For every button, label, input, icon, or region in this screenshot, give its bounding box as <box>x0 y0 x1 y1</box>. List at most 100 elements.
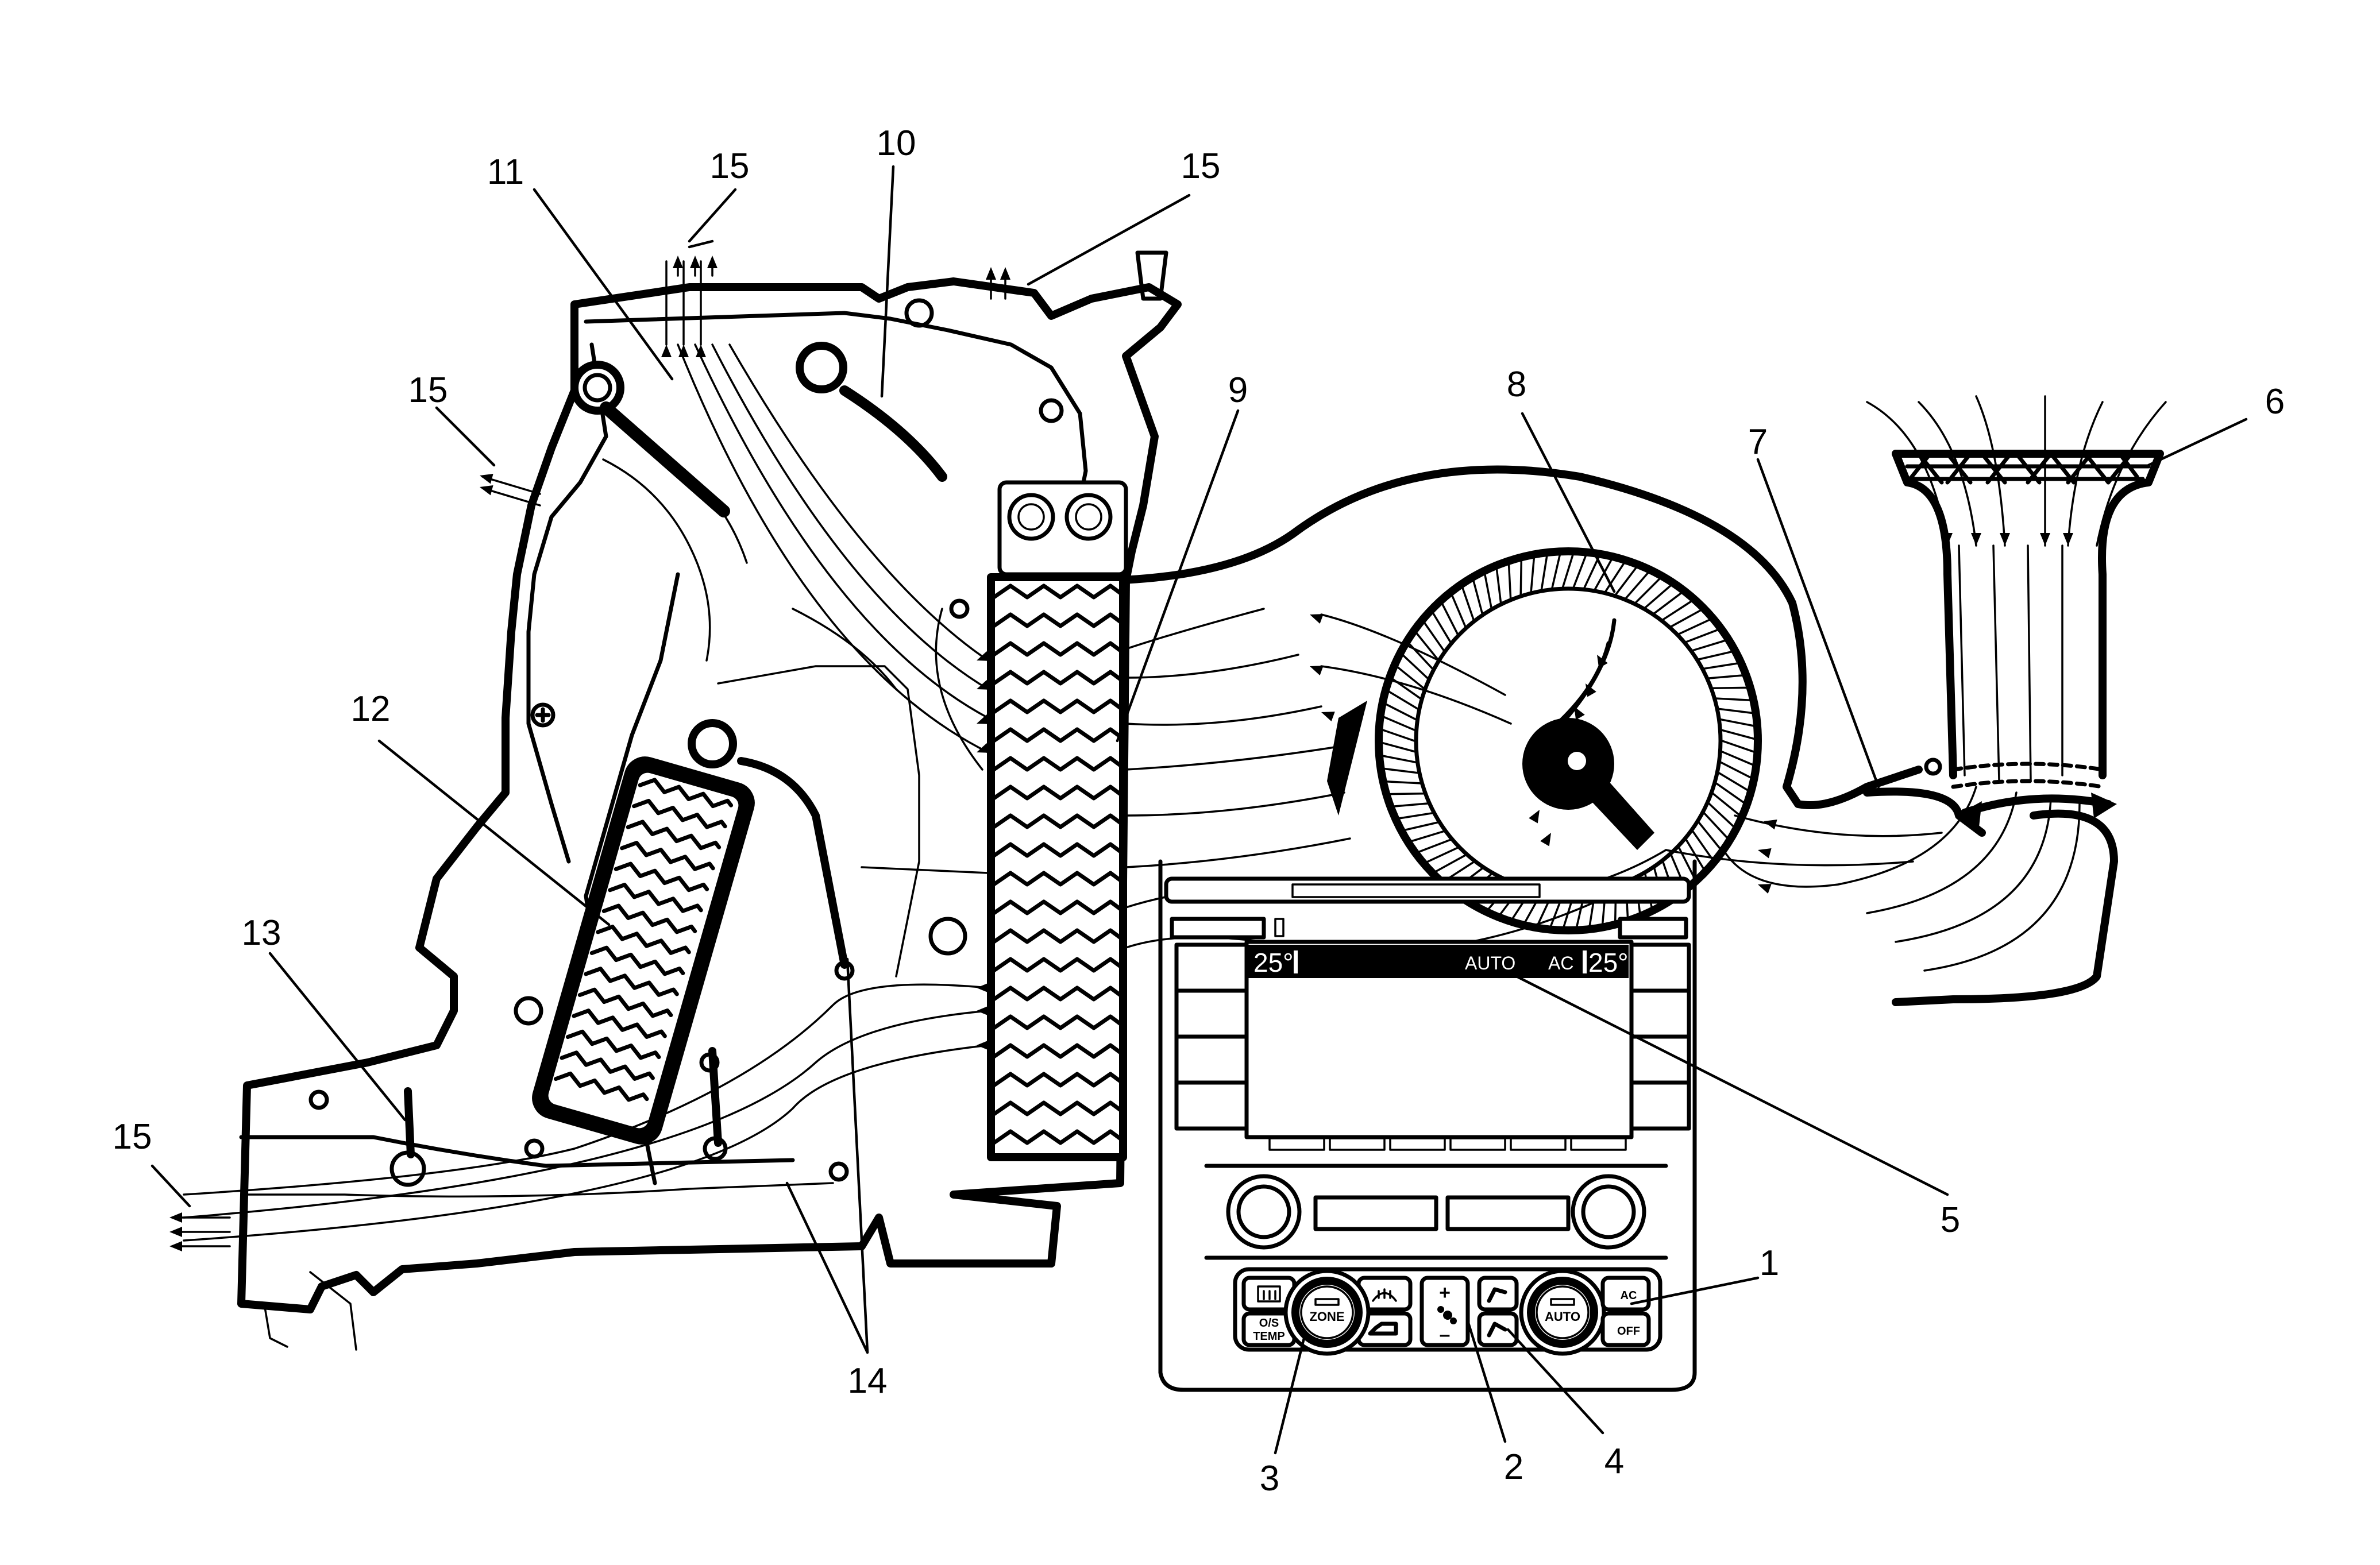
blower-blade <box>1634 577 1661 604</box>
callout-5: 5 <box>1941 1200 1960 1240</box>
callout-12: 12 <box>351 689 391 729</box>
leader-3 <box>1274 1336 1306 1455</box>
arrow-icon <box>977 714 990 724</box>
blower-blade <box>1698 650 1734 660</box>
arrow-icon <box>2040 533 2050 546</box>
right-temperature: 25° <box>1588 948 1629 977</box>
callout-15-top-left: 15 <box>710 146 750 186</box>
blower-blade <box>1551 553 1561 589</box>
blower-blade <box>1721 750 1755 766</box>
blower-blade <box>1692 830 1714 861</box>
mode-upper-icon <box>1487 1287 1507 1303</box>
blower-blade <box>1530 556 1536 593</box>
arrow-icon <box>690 256 700 268</box>
arrow-icon <box>977 1040 989 1050</box>
screen-softkeys <box>1268 1137 1627 1151</box>
blower-blade <box>1381 755 1417 764</box>
leader-15-top-left <box>688 188 737 243</box>
evaporator-core <box>987 573 1127 1161</box>
climate-display: 25° AUTO AC 25° <box>1247 945 1629 978</box>
blower-blade <box>1397 812 1434 820</box>
leader-6 <box>2147 418 2248 467</box>
defrost-mode-door <box>600 401 730 517</box>
leader-1 <box>1630 1276 1760 1305</box>
blower-blade <box>1721 740 1756 753</box>
callout-8: 8 <box>1507 365 1526 404</box>
arrow-icon <box>707 256 718 268</box>
blower-blade <box>1594 558 1613 590</box>
blower-blade <box>1712 686 1749 690</box>
blower-blade <box>1561 553 1574 588</box>
leader-7 <box>1756 458 1880 789</box>
blower-blade <box>1715 697 1752 702</box>
callout-9: 9 <box>1228 370 1248 410</box>
fan-speed-switch[interactable] <box>1419 1276 1470 1347</box>
leader-13 <box>268 952 407 1122</box>
radio-button-left[interactable] <box>1313 1195 1438 1231</box>
callout-7: 7 <box>1748 422 1768 462</box>
callout-1: 1 <box>1760 1243 1779 1283</box>
side-buttons-right <box>1629 942 1691 1131</box>
airflow-arrowheads <box>169 256 2073 1251</box>
blower-blade <box>1380 741 1416 753</box>
climate-control-panel: O/S TEMP ZONE + – AUTO AC <box>1233 1267 1662 1356</box>
callout-15-bottom-left: 15 <box>113 1117 152 1157</box>
callout-11: 11 <box>487 152 524 192</box>
arrow-icon <box>661 345 672 357</box>
blower-blade <box>1719 761 1753 779</box>
arrow-icon <box>1000 267 1010 280</box>
arrow-icon <box>977 983 989 993</box>
tune-knob[interactable] <box>1571 1174 1646 1250</box>
blower-blade <box>1698 821 1722 851</box>
front-defrost-icon <box>1372 1288 1397 1302</box>
blower-blades <box>1380 553 1756 929</box>
blower-blade <box>1708 674 1745 679</box>
blower-blade <box>1384 702 1417 721</box>
blower-blade <box>1385 780 1422 785</box>
blower-blade <box>1670 609 1703 628</box>
blower-blade <box>1441 602 1459 635</box>
auto-mode-text: AUTO <box>1465 953 1515 973</box>
arrow-icon <box>977 1006 989 1016</box>
arrow-icon <box>1758 848 1772 859</box>
radio-button-right[interactable] <box>1445 1195 1571 1231</box>
blower-blade <box>1662 600 1693 621</box>
blower-blade <box>1625 571 1650 600</box>
blower-blade <box>1410 830 1445 843</box>
ac-button-label: AC <box>1621 1289 1637 1302</box>
os-temp-label-1: O/S <box>1259 1317 1279 1330</box>
blower-blade <box>1718 708 1754 714</box>
arrow-icon <box>1971 533 1981 546</box>
callout-15-left: 15 <box>408 370 448 410</box>
fan-increase-label: + <box>1439 1282 1451 1304</box>
callout-6: 6 <box>2265 382 2285 422</box>
volume-knob[interactable] <box>1226 1174 1302 1250</box>
blower-blade <box>1392 802 1429 807</box>
blower-blade <box>1451 594 1467 628</box>
blower-blade <box>1425 847 1459 864</box>
leader-15-top-right <box>1027 194 1191 286</box>
mode-upper-button[interactable] <box>1477 1276 1519 1312</box>
leader-15-left <box>435 406 496 467</box>
heater-core <box>532 756 755 1145</box>
left-temperature: 25° <box>1253 948 1294 977</box>
mode-lower-button[interactable] <box>1477 1311 1519 1347</box>
blower-blade <box>1715 782 1746 804</box>
blower-wheel-icon <box>1375 547 1762 934</box>
blower-blade <box>1692 639 1727 652</box>
arrow-icon <box>1540 833 1551 847</box>
off-button[interactable] <box>1600 1311 1651 1347</box>
blower-blade <box>1678 618 1711 635</box>
blower-blade <box>1432 611 1452 643</box>
arrow-icon <box>986 267 996 280</box>
blower-blade <box>1572 554 1587 588</box>
airflow-arrows <box>169 256 2167 1251</box>
arrow-icon <box>977 743 990 753</box>
arrow-icon <box>1310 614 1324 624</box>
callout-labels: 1 2 3 4 5 6 7 8 9 10 11 12 13 14 15 15 1… <box>113 123 2285 1498</box>
blower-blade <box>1703 812 1729 840</box>
arrow-icon <box>2063 533 2073 546</box>
mode-lower-icon <box>1487 1321 1507 1338</box>
blower-blade <box>1387 690 1419 710</box>
blower-blade <box>1703 662 1739 670</box>
